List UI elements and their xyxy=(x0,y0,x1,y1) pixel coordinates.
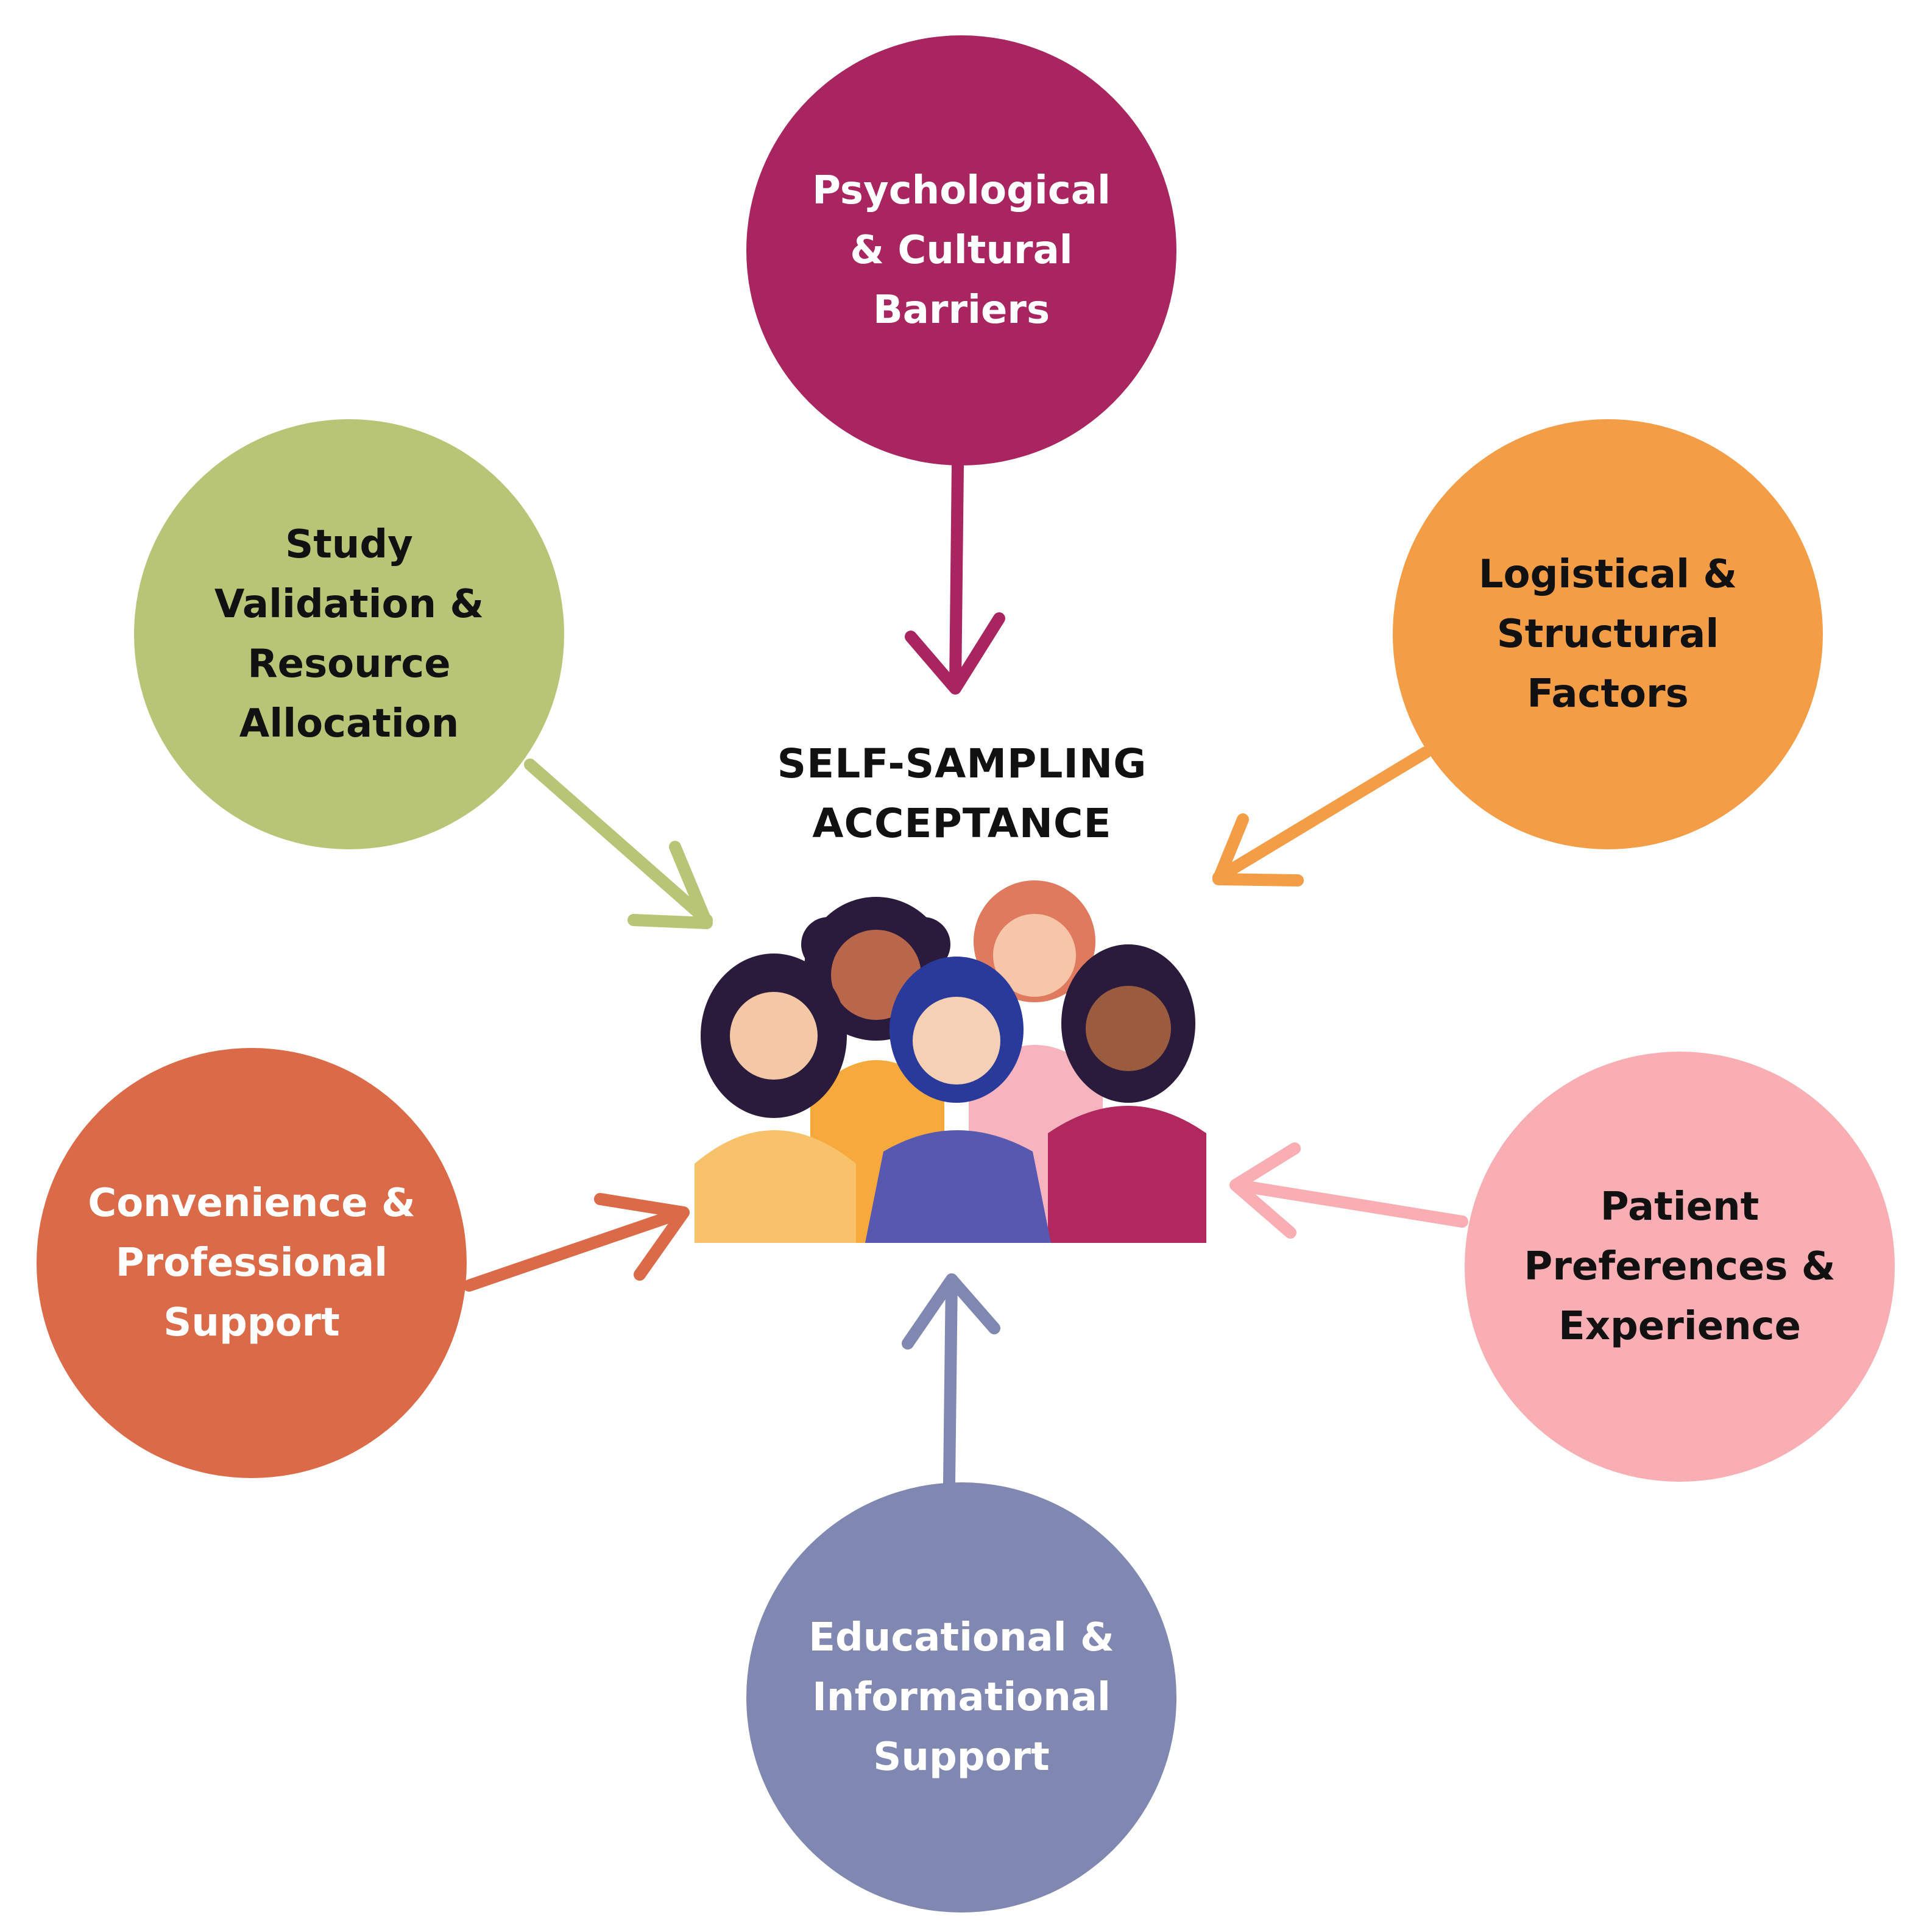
factor-convenience-professional-support: Convenience & Professional Support xyxy=(37,1048,467,1478)
factor-label-line: Convenience & xyxy=(88,1181,416,1226)
arrow-psych xyxy=(905,460,1005,695)
factor-label-line: Barriers xyxy=(872,288,1050,333)
factor-psychological-cultural-barriers: Psychological & Cultural Barriers xyxy=(746,35,1176,465)
factor-label-line: Experience xyxy=(1558,1304,1802,1349)
factor-label-line: Preferences & xyxy=(1524,1244,1836,1289)
arrow-conv xyxy=(463,1193,690,1292)
factor-educational-informational-support: Educational & Informational Support xyxy=(746,1482,1176,1913)
factor-label-line: Professional xyxy=(115,1240,388,1286)
factor-study-validation-resource-allocation: Study Validation & Resource Allocation xyxy=(134,419,564,849)
factor-label-line: Patient xyxy=(1600,1184,1760,1230)
woman-center xyxy=(865,957,1051,1243)
factor-label-line: Support xyxy=(163,1300,340,1345)
factor-label-line: Allocation xyxy=(239,701,459,746)
woman-front-right xyxy=(1048,944,1206,1243)
factor-label-line: Validation & xyxy=(214,582,484,627)
factor-label-line: Study xyxy=(285,522,413,567)
factor-label-line: Support xyxy=(873,1735,1050,1780)
factor-label-line: Resource xyxy=(247,642,451,687)
arrow-logist xyxy=(1212,746,1432,886)
factor-logistical-structural-factors: Logistical & Structural Factors xyxy=(1393,419,1823,849)
woman-front-left xyxy=(695,954,856,1243)
factor-label-line: & Cultural xyxy=(850,228,1073,273)
arrow-patient xyxy=(1229,1142,1468,1239)
center-title-line: SELF-SAMPLING xyxy=(777,740,1147,787)
factor-label-line: Factors xyxy=(1527,671,1689,717)
factor-label-line: Educational & xyxy=(808,1615,1114,1660)
arrow-study xyxy=(524,759,713,929)
center-title-line: ACCEPTANCE xyxy=(812,800,1112,847)
factor-label-line: Psychological xyxy=(812,168,1111,213)
factor-patient-preferences-experience: Patient Preferences & Experience xyxy=(1465,1052,1895,1482)
factor-label-line: Informational xyxy=(812,1675,1111,1720)
group-of-women-icon xyxy=(695,880,1206,1243)
factor-label-line: Logistical & xyxy=(1478,552,1738,597)
arrow-edu xyxy=(902,1273,1000,1488)
center-title: SELF-SAMPLING ACCEPTANCE xyxy=(718,734,1206,854)
factor-label-line: Structural xyxy=(1496,612,1719,657)
